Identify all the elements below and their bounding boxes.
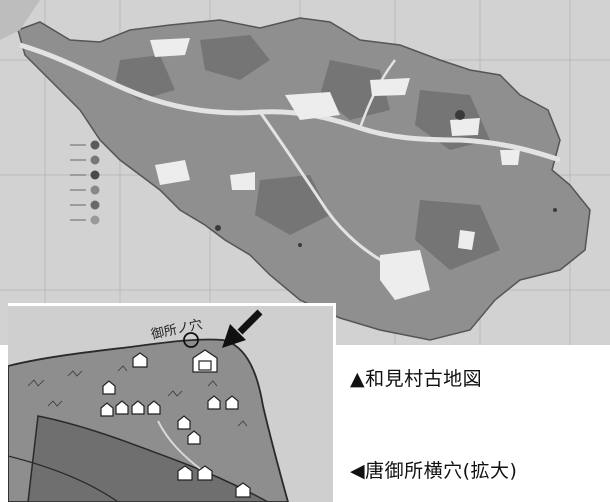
old-village-map [0,0,610,345]
hill-hatching [27,365,248,427]
house-icon [100,349,251,498]
paper-edge [0,0,40,40]
karagosho-cave-inset-map: 御所ノ穴 [8,303,336,502]
paddy-fields [150,38,520,300]
main-map-caption: ▲和見村古地図 [350,368,483,390]
inset-map-drawing: 御所ノ穴 [8,306,333,502]
map-legend [70,140,100,225]
tributary-river [258,111,391,267]
arrow-down-left-icon [222,309,263,348]
map-markers [215,110,557,247]
old-village-map-drawing [0,0,610,345]
cave-marker [183,332,199,348]
inset-map-caption: ◀唐御所横穴(拡大) [350,460,518,482]
